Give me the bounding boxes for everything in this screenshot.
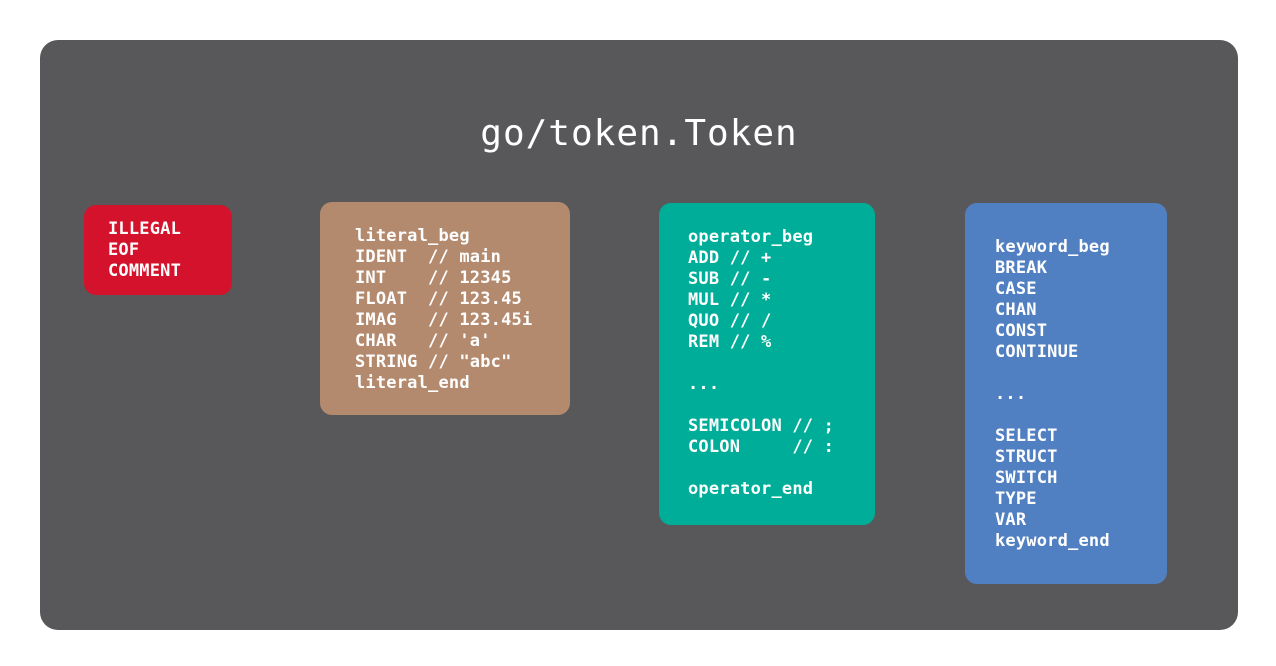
token-group-literals: literal_beg IDENT // main INT // 12345 F… [320,202,570,415]
token-diagram-panel: go/token.Token ILLEGAL EOF COMMENT liter… [40,40,1238,630]
page-title: go/token.Token [480,113,798,154]
token-group-special: ILLEGAL EOF COMMENT [84,205,232,295]
token-group-keywords: keyword_beg BREAK CASE CHAN CONST CONTIN… [965,203,1167,584]
token-group-operators: operator_beg ADD // + SUB // - MUL // * … [659,203,875,525]
